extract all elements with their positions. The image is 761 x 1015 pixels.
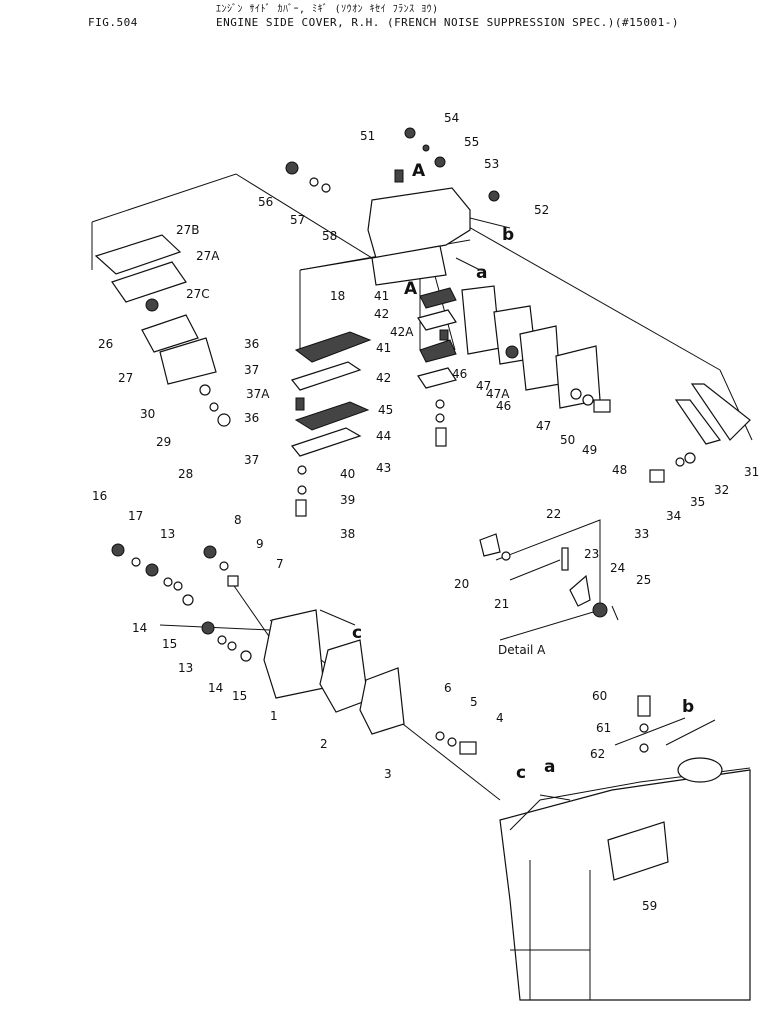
callout-b-top: b — [502, 225, 514, 245]
part-label-60: 60 — [592, 689, 607, 703]
part-label-47b: 47 — [536, 419, 551, 433]
part-label-46a: 46 — [452, 367, 467, 381]
part-label-47A: 47A — [486, 387, 510, 401]
figure-number: FIG.504 — [88, 16, 138, 29]
part-label-30: 30 — [140, 407, 155, 421]
part-label-53: 53 — [484, 157, 499, 171]
part-label-2: 2 — [320, 737, 328, 751]
part-label-27A: 27A — [196, 249, 220, 263]
part-label-43: 43 — [376, 461, 391, 475]
part-label-45: 45 — [378, 403, 393, 417]
part-label-44: 44 — [376, 429, 391, 443]
part-label-14a: 14 — [132, 621, 147, 635]
part-label-57: 57 — [290, 213, 305, 227]
part-label-13b: 13 — [178, 661, 193, 675]
part-label-1: 1 — [270, 709, 278, 723]
callout-c-top: c — [352, 623, 362, 643]
part-label-26: 26 — [98, 337, 113, 351]
part-label-25: 25 — [636, 573, 651, 587]
part-label-13a: 13 — [160, 527, 175, 541]
grommets-41-42 — [417, 287, 457, 447]
part-label-3: 3 — [384, 767, 392, 781]
part-label-49: 49 — [582, 443, 597, 457]
callout-b-bottom: b — [682, 697, 694, 717]
part-label-37b: 37 — [244, 453, 259, 467]
callout-a-bottom: a — [544, 757, 555, 777]
seal-strips-36-37 — [290, 331, 372, 517]
part-label-42A: 42A — [390, 325, 414, 339]
part-label-15b: 15 — [232, 689, 247, 703]
part-label-21: 21 — [494, 597, 509, 611]
part-label-42b: 42 — [376, 371, 391, 385]
part-label-47a: 47 — [476, 379, 491, 393]
callout-a-top: a — [476, 263, 487, 283]
part-label-55: 55 — [464, 135, 479, 149]
part-label-54: 54 — [444, 111, 459, 125]
part-label-28: 28 — [178, 467, 193, 481]
part-label-39: 39 — [340, 493, 355, 507]
part-label-31: 31 — [744, 465, 759, 479]
callout-A-lower: A — [404, 279, 418, 299]
part-label-42a: 42 — [374, 307, 389, 321]
part-label-27C: 27C — [186, 287, 210, 301]
part-label-40: 40 — [340, 467, 355, 481]
part-label-35: 35 — [690, 495, 705, 509]
part-label-20: 20 — [454, 577, 469, 591]
part-label-59: 59 — [642, 899, 657, 913]
part-label-52: 52 — [534, 203, 549, 217]
part-label-16: 16 — [92, 489, 107, 503]
part-label-36a: 36 — [244, 337, 259, 351]
part-label-48: 48 — [612, 463, 627, 477]
figure-title: ENGINE SIDE COVER, R.H. (FRENCH NOISE SU… — [216, 16, 679, 29]
part-label-17: 17 — [128, 509, 143, 523]
part-label-37A: 37A — [246, 387, 270, 401]
part-label-33: 33 — [634, 527, 649, 541]
side-plates-1-2-3 — [111, 543, 477, 755]
part-label-41b: 41 — [376, 341, 391, 355]
part-label-46b: 46 — [496, 399, 511, 413]
side-cover-top — [285, 127, 500, 286]
part-label-58: 58 — [322, 229, 337, 243]
part-label-8: 8 — [234, 513, 242, 527]
part-label-62: 62 — [590, 747, 605, 761]
part-label-51: 51 — [360, 129, 375, 143]
part-label-5: 5 — [470, 695, 478, 709]
part-label-7: 7 — [276, 557, 284, 571]
part-label-29: 29 — [156, 435, 171, 449]
part-label-61: 61 — [596, 721, 611, 735]
brackets-31-32 — [649, 383, 751, 483]
part-label-14b: 14 — [208, 681, 223, 695]
callout-c-bottom: c — [516, 763, 526, 783]
callout-A-top: A — [412, 161, 426, 181]
part-label-6: 6 — [444, 681, 452, 695]
part-label-27B: 27B — [176, 223, 200, 237]
part-label-4: 4 — [496, 711, 504, 725]
part-label-18: 18 — [330, 289, 345, 303]
part-label-38: 38 — [340, 527, 355, 541]
part-label-9: 9 — [256, 537, 264, 551]
part-label-34: 34 — [666, 509, 681, 523]
part-label-50: 50 — [560, 433, 575, 447]
detail-a — [479, 519, 619, 641]
part-label-56: 56 — [258, 195, 273, 209]
part-label-15a: 15 — [162, 637, 177, 651]
panels-46-47 — [461, 285, 611, 413]
cover-plates-27-group — [94, 234, 231, 427]
part-label-27: 27 — [118, 371, 133, 385]
part-label-32: 32 — [714, 483, 729, 497]
part-label-24: 24 — [610, 561, 625, 575]
part-label-22: 22 — [546, 507, 561, 521]
part-label-23: 23 — [584, 547, 599, 561]
figure-subtitle-katakana: ｴﾝｼﾞﾝ ｻｲﾄﾞ ｶﾊﾞｰ, ﾐｷﾞ (ｿｳｵﾝ ｷｾｲ ﾌﾗﾝｽ ﾖｳ) — [216, 4, 439, 15]
part-label-41a: 41 — [374, 289, 389, 303]
part-number-labels: 54 51 55 53 52 56 57 58 27B 27A 27C 26 2… — [92, 111, 759, 913]
engine-body — [499, 695, 751, 1001]
detail-a-caption: Detail A — [498, 643, 546, 657]
part-label-37a: 37 — [244, 363, 259, 377]
part-label-36b: 36 — [244, 411, 259, 425]
